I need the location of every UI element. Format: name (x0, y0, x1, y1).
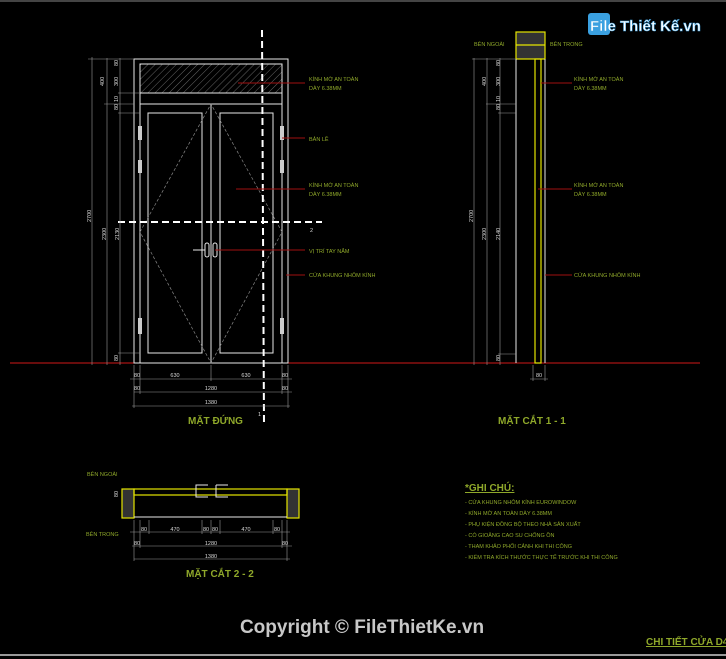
label-frame: CỬA KHUNG NHÔM KÍNH (574, 272, 640, 279)
section-1-1-title: MẶT CẮT 1 - 1 (498, 414, 566, 427)
dim-h: 80 (282, 386, 288, 392)
dim-300: 300 (496, 77, 502, 86)
dim-h: 1380 (205, 400, 217, 406)
dim-h: 80 (282, 373, 288, 379)
dim-bottom: 80 (496, 355, 502, 361)
note-item: - CỬA KHUNG NHÔM KÍNH EUROWINDOW (465, 499, 577, 506)
label-glass: KÍNH MỜ AN TOÀN (309, 76, 358, 83)
door-profile (534, 58, 542, 364)
dim-h: 470 (170, 527, 179, 533)
label-hinge: BẢN LỀ (309, 136, 329, 143)
label-inside: BÊN TRONG (86, 530, 119, 538)
dim-2700: 2700 (469, 210, 475, 222)
opening-direction (139, 103, 283, 364)
door-handle-icon (195, 484, 228, 498)
dim-2300: 2300 (102, 228, 108, 240)
dim-h: 80 (134, 386, 140, 392)
hinge-icons (138, 126, 284, 334)
dim-h: 80 (212, 527, 218, 533)
front-elevation: 2 1 2700 2300 2130 400 300 80 10 80 80 8… (87, 29, 375, 427)
left-leaf-glass (147, 112, 203, 354)
wall-right (286, 488, 300, 519)
wall-left (121, 488, 135, 519)
dim-width: 80 (536, 373, 542, 379)
note-item: - THAM KHẢO PHỐI CẢNH KHI THI CÔNG (465, 543, 572, 550)
label-glass: KÍNH MỜ AN TOÀN (574, 182, 623, 189)
logo: File Thiết Kế.vn (588, 13, 701, 35)
copyright-watermark: Copyright © FileThietKe.vn (240, 617, 484, 638)
section-2-2-title: MẶT CẮT 2 - 2 (186, 567, 254, 580)
transom-bar (139, 92, 283, 105)
sheet-title: CHI TIẾT CỬA D4 (646, 635, 726, 648)
dim-bar2: 80 (496, 104, 502, 110)
dim-400: 400 (482, 77, 488, 86)
dim-h: 80 (134, 541, 140, 547)
section-1-1: 2700 2300 2140 400 300 80 10 80 80 80 BÊ… (469, 31, 640, 427)
note-item: - CÓ GIOĂNG CAO SU CHỐNG ỒN (465, 532, 555, 539)
label-outside: BÊN NGOÀI (87, 470, 118, 478)
vertical-dimensions (88, 57, 140, 365)
dim-h: 630 (170, 373, 179, 379)
notes: *GHI CHÚ: - CỬA KHUNG NHÔM KÍNH EUROWIND… (465, 481, 618, 561)
dim-h: 1280 (205, 386, 217, 392)
note-item: - KÍNH MỜ AN TOÀN DÀY 6.38MM (465, 510, 552, 517)
label-glass: KÍNH MỜ AN TOÀN (574, 76, 623, 83)
dim-h: 80 (274, 527, 280, 533)
label-glass: KÍNH MỜ AN TOÀN (309, 182, 358, 189)
dim-bar2: 80 (114, 104, 120, 110)
dim-h: 80 (134, 373, 140, 379)
section-mark-2: 2 (310, 228, 313, 234)
dim-2700: 2700 (87, 210, 93, 222)
label-thickness: DÀY 6.38MM (574, 191, 607, 198)
dim-top: 80 (114, 60, 120, 66)
dim-h: 630 (241, 373, 250, 379)
label-thickness: DÀY 6.38MM (309, 191, 342, 198)
dim-2300: 2300 (482, 228, 488, 240)
note-item: - KIỂM TRA KÍCH THƯỚC THỰC TẾ TRƯỚC KHI … (465, 554, 618, 561)
label-handle: VỊ TRÍ TAY NẮM (309, 247, 350, 255)
label-thickness: DÀY 6.38MM (309, 85, 342, 92)
section-mark-1: 1 (258, 412, 261, 418)
label-outside: BÊN NGOÀI (474, 40, 505, 48)
dim-h: 1280 (205, 541, 217, 547)
label-frame: CỬA KHUNG NHÔM KÍNH (309, 272, 375, 279)
dim-2130: 2130 (115, 228, 121, 240)
notes-heading: *GHI CHÚ: (465, 481, 514, 494)
dim-depth: 80 (114, 491, 120, 497)
logo-text: File Thiết Kế.vn (590, 18, 701, 35)
dim-h: 470 (241, 527, 250, 533)
leaders (215, 82, 305, 276)
dim-400: 400 (100, 77, 106, 86)
dim-2140: 2140 (496, 228, 502, 240)
dim-top: 80 (496, 60, 502, 66)
dim-bottom: 80 (114, 355, 120, 361)
label-thickness: DÀY 6.38MM (574, 85, 607, 92)
dim-h: 80 (203, 527, 209, 533)
label-inside: BÊN TRONG (550, 40, 583, 48)
dim-300: 300 (114, 77, 120, 86)
horizontal-dimensions (130, 365, 292, 408)
dim-h: 1380 (205, 554, 217, 560)
dim-h: 80 (141, 527, 147, 533)
dim-h: 80 (282, 541, 288, 547)
dim-bar1: 10 (114, 96, 120, 102)
dim-bar1: 10 (496, 96, 502, 102)
right-leaf-glass (219, 112, 274, 354)
section-2-2: 80 470 80 80 470 80 80 1280 80 1380 80 B… (86, 470, 300, 580)
note-item: - PHỤ KIỆN ĐỒNG BỘ THEO NHÀ SẢN XUẤT (465, 520, 581, 528)
transom-glass (139, 63, 283, 94)
elevation-title: MẶT ĐỨNG (188, 414, 243, 427)
door-profile (133, 488, 288, 496)
